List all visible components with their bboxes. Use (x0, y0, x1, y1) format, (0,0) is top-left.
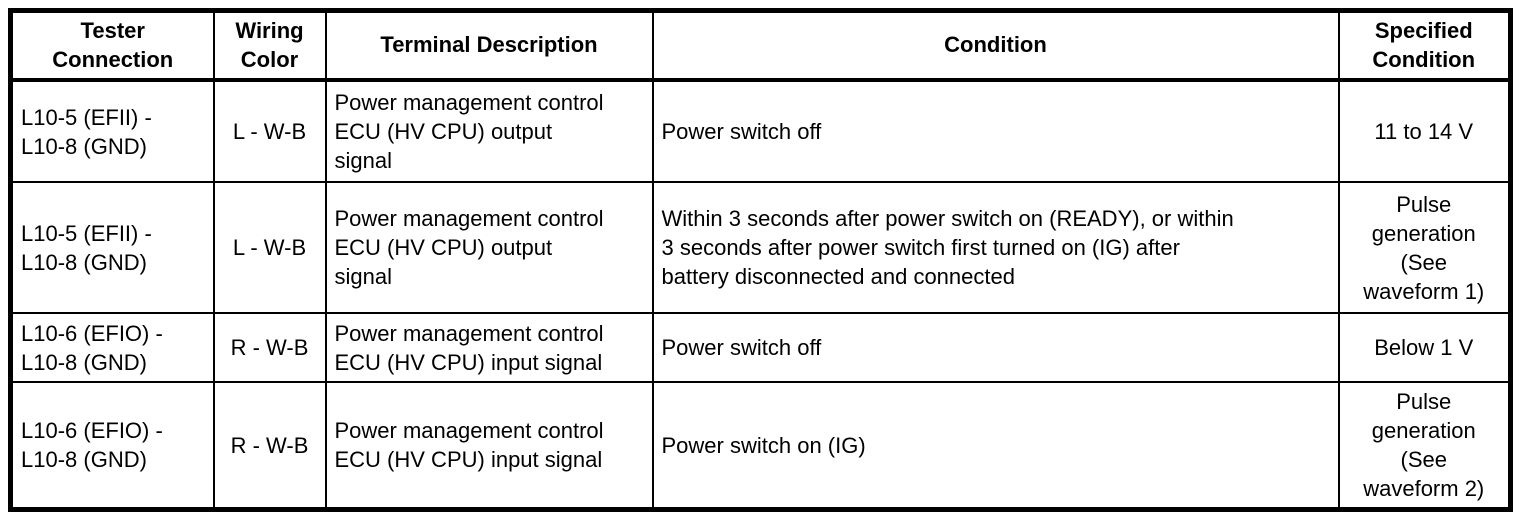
table-row: L10-5 (EFII) - L10-8 (GND) L - W-B Power… (9, 181, 1512, 315)
table-row: L10-6 (EFIO) - L10-8 (GND) R - W-B Power… (9, 381, 1512, 511)
header-wiring-color: Wiring Color (212, 9, 327, 83)
cell-condition: Within 3 seconds after power switch on (… (651, 181, 1340, 315)
cell-wiring-color: R - W-B (212, 381, 327, 511)
cell-wiring-color: L - W-B (212, 79, 327, 184)
header-row: Tester Connection Wiring Color Terminal … (9, 9, 1512, 83)
cell-condition: Power switch off (651, 312, 1340, 384)
cell-condition: Power switch on (IG) (651, 381, 1340, 511)
cell-terminal-description: Power management control ECU (HV CPU) ou… (324, 79, 654, 184)
cell-specified-condition: 11 to 14 V (1337, 79, 1512, 184)
cell-terminal-description: Power management control ECU (HV CPU) in… (324, 381, 654, 511)
cell-specified-condition: Pulse generation (See waveform 2) (1337, 381, 1512, 511)
header-specified-condition: Specified Condition (1337, 9, 1512, 83)
cell-wiring-color: L - W-B (212, 181, 327, 315)
header-condition: Condition (651, 9, 1340, 83)
cell-terminal-description: Power management control ECU (HV CPU) ou… (324, 181, 654, 315)
header-tester-connection: Tester Connection (9, 9, 215, 83)
cell-tester-connection: L10-6 (EFIO) - L10-8 (GND) (9, 312, 215, 384)
cell-terminal-description: Power management control ECU (HV CPU) in… (324, 312, 654, 384)
table-row: L10-6 (EFIO) - L10-8 (GND) R - W-B Power… (9, 312, 1512, 384)
cell-specified-condition: Below 1 V (1337, 312, 1512, 384)
cell-wiring-color: R - W-B (212, 312, 327, 384)
cell-tester-connection: L10-6 (EFIO) - L10-8 (GND) (9, 381, 215, 511)
cell-tester-connection: L10-5 (EFII) - L10-8 (GND) (9, 181, 215, 315)
cell-specified-condition: Pulse generation (See waveform 1) (1337, 181, 1512, 315)
table-row: L10-5 (EFII) - L10-8 (GND) L - W-B Power… (9, 79, 1512, 184)
cell-condition: Power switch off (651, 79, 1340, 184)
cell-tester-connection: L10-5 (EFII) - L10-8 (GND) (9, 79, 215, 184)
terminal-spec-table: Tester Connection Wiring Color Terminal … (8, 8, 1513, 513)
header-terminal-description: Terminal Description (324, 9, 654, 83)
